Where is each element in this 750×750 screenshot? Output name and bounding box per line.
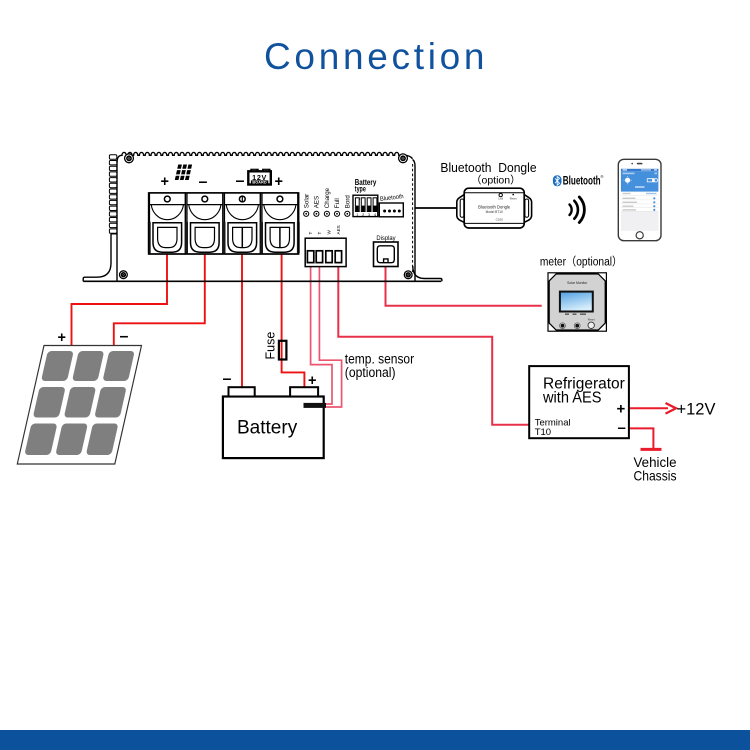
svg-text:temp. sensor: temp. sensor: [345, 352, 415, 368]
svg-text:12V: 12V: [252, 173, 267, 182]
svg-text:Charge: Charge: [324, 187, 331, 208]
svg-text:–: –: [618, 420, 626, 437]
svg-text:Reset: Reset: [588, 317, 595, 321]
svg-text:Bord: Bord: [345, 195, 352, 209]
svg-text:（option）: （option）: [471, 175, 521, 187]
svg-text:Terminal: Terminal: [535, 418, 571, 429]
svg-text:–: –: [120, 328, 129, 345]
svg-text:Model BT10: Model BT10: [486, 210, 503, 214]
svg-text:Reset: Reset: [510, 196, 517, 200]
svg-text:with AES: with AES: [542, 390, 601, 407]
svg-text:T10: T10: [535, 427, 551, 438]
svg-text:4: 4: [374, 213, 376, 217]
svg-text:+: +: [58, 330, 66, 346]
svg-text:+: +: [308, 373, 316, 389]
svg-text:Fuse: Fuse: [264, 332, 278, 360]
svg-text:Vehicle: Vehicle: [634, 454, 677, 470]
svg-text:Battery: Battery: [355, 178, 377, 187]
svg-text:AES: AES: [314, 196, 321, 208]
svg-text:+12V: +12V: [677, 401, 716, 419]
svg-text:(optional): (optional): [345, 365, 396, 381]
svg-text:AES: AES: [336, 225, 341, 234]
svg-text:Bluetooth: Bluetooth: [380, 193, 405, 203]
svg-text:Full: Full: [334, 198, 341, 208]
svg-text:Bluetooth Dongle: Bluetooth Dongle: [478, 205, 511, 210]
svg-text:2: 2: [362, 213, 364, 217]
svg-text:Solar Monitor: Solar Monitor: [567, 281, 588, 285]
svg-text:–: –: [199, 174, 208, 191]
svg-text:3: 3: [368, 213, 370, 217]
svg-text:Display: Display: [376, 235, 396, 242]
svg-text:–: –: [223, 371, 232, 388]
svg-text:T: T: [317, 232, 322, 235]
svg-text:Chassis: Chassis: [634, 468, 677, 484]
svg-text:1: 1: [356, 213, 358, 217]
svg-text:+: +: [161, 174, 169, 190]
svg-text:®: ®: [601, 174, 604, 179]
svg-text:type: type: [355, 185, 366, 194]
svg-text:Refrigerator: Refrigerator: [543, 376, 625, 393]
svg-text:Solar: Solar: [303, 194, 310, 208]
svg-text:W: W: [327, 230, 332, 235]
svg-text:Bluetooth: Bluetooth: [563, 176, 601, 188]
svg-text:C100: C100: [496, 218, 504, 222]
svg-text:BOARD: BOARD: [252, 181, 267, 185]
svg-text:+: +: [617, 401, 626, 418]
svg-text:+: +: [275, 174, 283, 190]
svg-text:Link: Link: [498, 196, 503, 200]
svg-text:meter（optional）: meter（optional）: [540, 255, 622, 268]
svg-text:Bluetooth Dongle: Bluetooth Dongle: [440, 161, 536, 175]
svg-text:Battery: Battery: [237, 418, 298, 439]
svg-text:T: T: [308, 232, 313, 235]
svg-text:–: –: [236, 173, 245, 190]
svg-text:Connection: Connection: [264, 36, 488, 77]
